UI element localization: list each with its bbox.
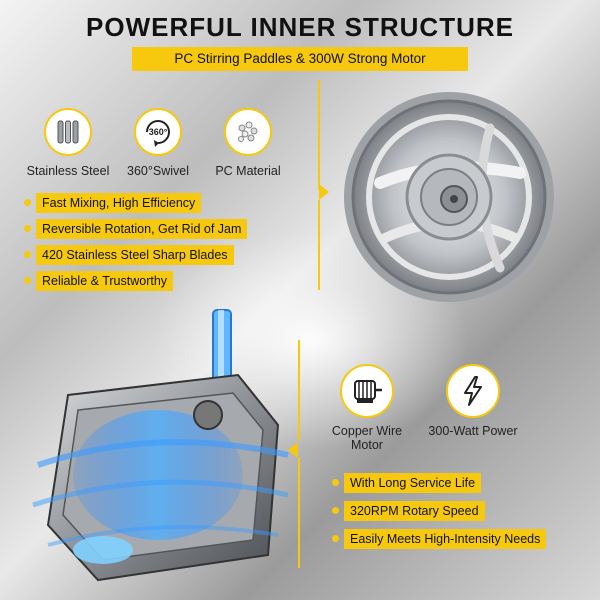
arrow-left-icon [288, 442, 298, 458]
connector-line-bottom-vertical-lower [298, 458, 300, 568]
copper-motor-icon [340, 364, 394, 418]
swivel-360-icon: 360° [134, 108, 182, 156]
arrow-right-icon [319, 184, 329, 200]
icon-label-300-watt: 300-Watt Power [428, 424, 518, 438]
icon-label-copper-motor-line1: Copper Wire [331, 424, 403, 438]
subtitle-banner: PC Stirring Paddles & 300W Strong Motor [132, 47, 468, 71]
feature-bullet [332, 479, 339, 486]
feature-fast-mixing: Fast Mixing, High Efficiency [36, 193, 202, 213]
connector-line-bottom-vertical [298, 340, 300, 440]
icon-label-pc-material: PC Material [215, 164, 281, 178]
feature-reversible-rotation: Reversible Rotation, Get Rid of Jam [36, 219, 248, 239]
lightning-icon [446, 364, 500, 418]
icon-label-copper-motor: Copper Wire Motor [322, 424, 412, 452]
connector-line-top-vertical [318, 80, 320, 190]
feature-bullet [332, 507, 339, 514]
icon-label-swivel: 360°Swivel [127, 164, 189, 178]
icon-label-copper-motor-line2: Motor [351, 438, 383, 452]
feature-long-service-life: With Long Service Life [344, 473, 482, 493]
feature-reliable: Reliable & Trustworthy [36, 271, 174, 291]
feature-high-intensity: Easily Meets High-Intensity Needs [344, 529, 547, 549]
feature-bullet [24, 199, 31, 206]
swivel-badge-text: 360° [149, 127, 168, 137]
connector-line-top-vertical-lower [318, 200, 320, 290]
feature-bullet [24, 225, 31, 232]
icon-label-stainless-steel: Stainless Steel [26, 164, 110, 178]
stirring-paddle-image [340, 88, 558, 311]
page-title: POWERFUL INNER STRUCTURE [86, 12, 514, 42]
feature-sharp-blades: 420 Stainless Steel Sharp Blades [36, 245, 234, 265]
pc-material-icon [224, 108, 272, 156]
feature-320rpm: 320RPM Rotary Speed [344, 501, 485, 521]
feature-bullet [24, 277, 31, 284]
motor-image [8, 305, 298, 600]
steel-rings-icon [44, 108, 92, 156]
feature-bullet [332, 535, 339, 542]
feature-bullet [24, 251, 31, 258]
